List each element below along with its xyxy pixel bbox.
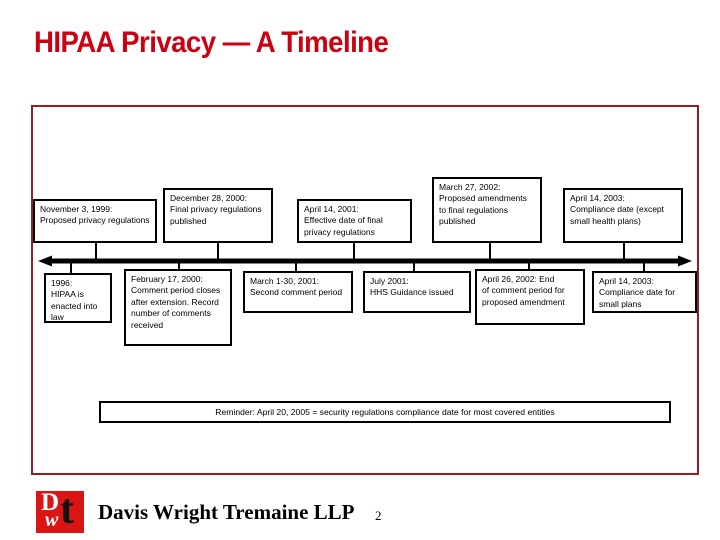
timeline-arrow-icon xyxy=(38,255,692,267)
timeline-event-box[interactable]: February 17, 2000: Comment period closes… xyxy=(124,269,232,346)
timeline-event-box[interactable]: April 14, 2003: Compliance date for smal… xyxy=(592,271,697,313)
connector-above-2 xyxy=(217,242,219,260)
event-date: February 17, 2000: xyxy=(131,274,203,284)
timeline-event-box[interactable]: July 2001: HHS Guidance issued xyxy=(363,271,471,313)
connector-below-5 xyxy=(528,260,530,269)
event-date: April 14, 2003: xyxy=(570,193,625,203)
connector-below-4 xyxy=(413,260,415,271)
event-description: Proposed privacy regulations xyxy=(40,215,150,226)
reminder-text: Reminder: April 20, 2005 = security regu… xyxy=(215,407,555,417)
event-description: Compliance date for small plans xyxy=(599,287,676,309)
connector-above-5 xyxy=(623,242,625,260)
footer: D t w Davis Wright Tremaine LLP xyxy=(36,489,355,535)
timeline-event-box[interactable]: 1996: HIPAA is enacted into law xyxy=(44,273,112,323)
page-title: HIPAA Privacy — A Timeline xyxy=(34,26,389,59)
connector-below-6 xyxy=(643,260,645,271)
event-date: November 3, 1999: xyxy=(40,204,113,214)
logo-letter-d: D xyxy=(41,489,60,516)
connector-above-3 xyxy=(353,242,355,260)
event-date: December 28, 2000: xyxy=(170,193,248,203)
event-date: April 14, 2003: xyxy=(599,276,654,286)
event-description: of comment period for proposed amendment xyxy=(482,285,565,307)
connector-below-2 xyxy=(178,260,180,269)
timeline-event-box[interactable]: March 27, 2002: Proposed amendments to f… xyxy=(432,177,542,243)
timeline-axis xyxy=(38,254,692,267)
event-date: July 2001: xyxy=(370,276,409,286)
reminder-box[interactable]: Reminder: April 20, 2005 = security regu… xyxy=(99,401,671,423)
connector-below-1 xyxy=(70,260,72,274)
firm-logo-icon: D t w xyxy=(36,487,84,533)
connector-above-4 xyxy=(489,242,491,260)
event-description: Comment period closes after extension. R… xyxy=(131,285,221,330)
timeline-event-box[interactable]: April 14, 2003: Compliance date (except … xyxy=(563,188,683,243)
timeline-event-box[interactable]: March 1-30, 2001: Second comment period xyxy=(243,271,353,313)
event-date: April 14, 2001: xyxy=(304,204,359,214)
event-date: March 1-30, 2001: xyxy=(250,276,319,286)
connector-above-1 xyxy=(95,242,97,260)
timeline-event-box[interactable]: November 3, 1999: Proposed privacy regul… xyxy=(33,199,157,243)
event-description: HHS Guidance issued xyxy=(370,287,454,298)
event-date: 1996: xyxy=(51,278,73,288)
event-date: April 26, 2002: End xyxy=(482,274,555,284)
event-description: Final privacy regulations published xyxy=(170,204,262,226)
page-number: 2 xyxy=(375,508,382,523)
timeline-event-box[interactable]: April 26, 2002: End of comment period fo… xyxy=(475,269,585,325)
event-description: Compliance date (except small health pla… xyxy=(570,204,665,226)
connector-below-3 xyxy=(295,260,297,271)
event-date: March 27, 2002: xyxy=(439,182,501,192)
logo-letter-t: t xyxy=(60,487,74,533)
timeline-event-box[interactable]: April 14, 2001: Effective date of final … xyxy=(297,199,412,243)
logo-letter-w: w xyxy=(45,509,59,531)
event-description: Effective date of final privacy regulati… xyxy=(304,215,383,237)
timeline-event-box[interactable]: December 28, 2000: Final privacy regulat… xyxy=(163,188,273,243)
event-description: Second comment period xyxy=(250,287,343,298)
event-description: HIPAA is enacted into law xyxy=(51,289,98,323)
firm-name: Davis Wright Tremaine LLP xyxy=(98,499,355,524)
event-description: Proposed amendments to final regulations… xyxy=(439,193,527,227)
